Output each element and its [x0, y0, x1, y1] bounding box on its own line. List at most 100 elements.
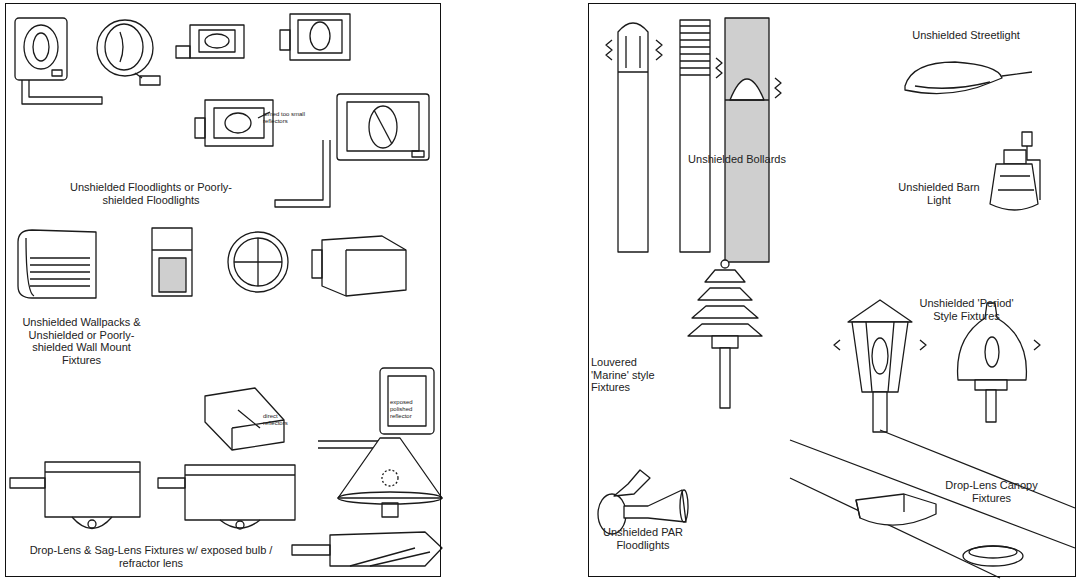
par-floodlight-drawing-part [614, 470, 650, 496]
bollard-drawing [680, 20, 722, 252]
floodlight-drawing-part [140, 76, 160, 85]
floodlight-drawing-part [105, 24, 143, 70]
floodlight-drawing-part [22, 80, 102, 104]
barn-light-drawing-part [998, 176, 1034, 190]
fixture-caption: Louvered 'Marine' style Fixtures [591, 356, 676, 394]
marine-fixture-drawing-part [720, 348, 730, 408]
barn-light-drawing [990, 132, 1040, 210]
wallpack-drawing-part [26, 238, 34, 296]
drop-lens-drawing [292, 532, 442, 566]
period-fixture-drawing-part [872, 338, 888, 374]
canopy-drawing-part [790, 430, 1075, 578]
floodlight-drawing-part [97, 20, 153, 76]
wallpack-drawing-part [312, 250, 322, 278]
drop-lens-drawing-part [45, 462, 140, 517]
period-fixture-drawing-part [852, 322, 908, 392]
wallpack-drawing-part [234, 238, 282, 286]
bollard-drawing-part [725, 99, 769, 100]
streetlight-drawing-part [905, 62, 1002, 94]
fixture-note: aimed too small reflectors [263, 111, 307, 125]
floodlight-drawing [176, 25, 244, 58]
floodlight-drawing-part [52, 70, 62, 76]
bollard-drawing-part [775, 78, 781, 98]
drop-lens-drawing-part [236, 521, 244, 529]
marine-fixture-drawing [688, 260, 762, 408]
floodlight-drawing [275, 94, 429, 207]
bollard-drawing-part [716, 58, 722, 78]
floodlight-drawing-part [225, 113, 251, 133]
floodlight-drawing-part [15, 18, 67, 80]
floodlight-drawing-part [310, 22, 330, 50]
bollard-drawing-part [618, 36, 648, 72]
drop-lens-drawing-part [185, 474, 295, 475]
floodlight-drawing-part [369, 106, 397, 148]
drop-lens-drawing-part [185, 465, 295, 520]
drop-lens-drawing-part [350, 548, 430, 566]
par-floodlight-drawing-part [624, 490, 686, 522]
fixture-note: direct reflectors [263, 413, 297, 427]
period-fixture-drawing-part [873, 392, 887, 432]
fixture-caption: Unshielded Barn Light [894, 181, 984, 206]
fixture-panel: aimed too small reflectorsUnshielded Flo… [5, 3, 441, 577]
bollard-drawing [606, 23, 662, 252]
drop-lens-drawing-part [292, 545, 330, 555]
fixture-caption: Unshielded Bollards [677, 153, 797, 166]
fixture-caption: Unshielded PAR Floodlights [593, 526, 693, 551]
wallpack-drawing [380, 368, 434, 434]
floodlight-drawing-part [205, 100, 273, 146]
par-floodlight-drawing [598, 470, 688, 534]
floodlight-drawing-part [33, 33, 49, 61]
floodlight-drawing-part [298, 20, 342, 53]
period-fixture-drawing [834, 300, 926, 432]
floodlight-drawing-part [205, 34, 229, 48]
bollard-drawing-part [680, 26, 710, 75]
wallpack-drawing-part [152, 249, 192, 250]
wallpack-drawing-part [346, 250, 406, 296]
floodlight-drawing [15, 18, 102, 104]
drop-lens-drawing-part [45, 471, 140, 472]
canopy-drawing-part [856, 494, 904, 518]
fixture-caption: Unshielded Floodlights or Poorly-shielde… [56, 181, 246, 206]
period-fixture-drawing-part [975, 380, 1007, 390]
drop-lens-drawing-part [382, 470, 398, 486]
marine-fixture-drawing-part [705, 270, 745, 282]
streetlight-drawing [905, 62, 1032, 94]
period-fixture-drawing-part [985, 337, 999, 367]
floodlight-drawing-part [214, 108, 264, 138]
floodlight-drawing-part [347, 102, 419, 151]
canopy-drawing [790, 430, 1075, 578]
period-fixture-drawing-part [848, 300, 912, 322]
fixture-caption: Unshielded 'Period' Style Fixtures [919, 297, 1014, 322]
floodlight-drawing-part [280, 30, 290, 50]
bollard-drawing-part [730, 79, 764, 100]
streetlight-drawing-part [915, 72, 1032, 88]
fixture-caption: Unshielded Wallpacks & Unshielded or Poo… [19, 316, 144, 367]
floodlight-drawing-part [412, 151, 424, 157]
floodlight-drawing-part [195, 118, 205, 138]
bollard-drawing-part [606, 40, 662, 60]
floodlight-drawing-part [190, 25, 244, 58]
floodlight-drawing-part [374, 110, 392, 144]
floodlight-drawing-part [135, 73, 142, 78]
drop-lens-drawing-part [338, 492, 442, 504]
fixture-panel: Unshielded StreetlightUnshielded Bollard… [588, 3, 1076, 577]
drop-lens-drawing-part [72, 517, 112, 529]
floodlight-drawing-part [120, 32, 123, 62]
wallpack-drawing-part [234, 238, 282, 286]
marine-fixture-drawing-part [721, 260, 729, 268]
marine-fixture-drawing-part [712, 336, 738, 348]
wallpack-drawing-part [18, 230, 96, 298]
wallpack-drawing [312, 236, 406, 296]
canopy-drawing-part [963, 546, 1023, 566]
bollard-drawing [725, 18, 781, 262]
wallpack-drawing-part [152, 228, 192, 296]
marine-fixture-drawing-part [688, 324, 762, 336]
period-fixture-drawing-part [1034, 340, 1040, 350]
floodlight-drawing [97, 20, 160, 85]
floodlight-drawing-part [290, 14, 350, 60]
par-floodlight-drawing-part [680, 490, 688, 522]
drop-lens-drawing [318, 438, 442, 517]
